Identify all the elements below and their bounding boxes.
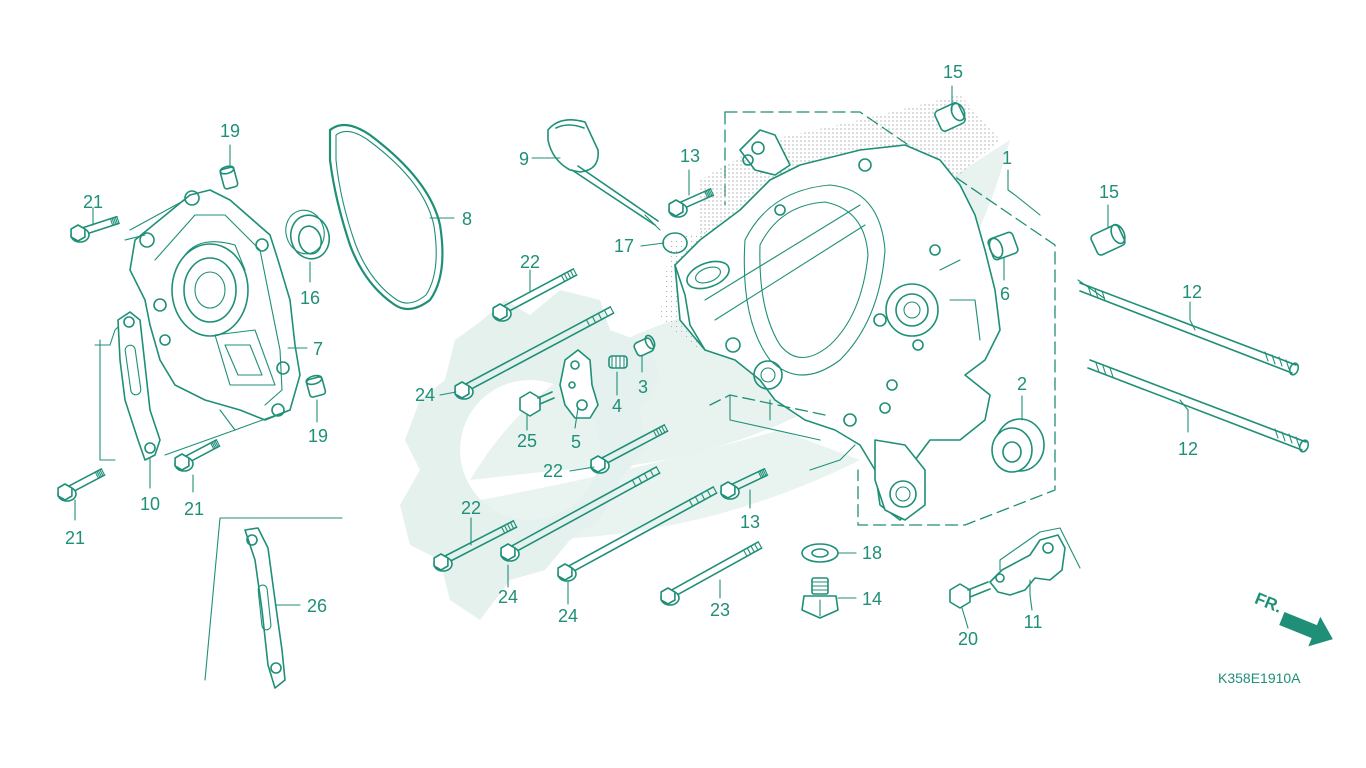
- gasket-8-inner: [335, 130, 437, 304]
- drain-bolt-14: [801, 577, 839, 619]
- callout-c23: 23: [710, 600, 730, 620]
- leader-line: [1029, 579, 1033, 611]
- plate-5: [559, 349, 599, 419]
- callout-c13b: 13: [740, 512, 760, 532]
- stud-bolt-12b: [1087, 359, 1310, 453]
- leader-line: [439, 391, 457, 396]
- callout-c25: 25: [517, 431, 537, 451]
- leader-line: [961, 607, 969, 629]
- callout-c21c: 21: [184, 499, 204, 519]
- callout-labels: 1234567891011121213131415151617181919202…: [65, 62, 1202, 649]
- callout-c13a: 13: [680, 146, 700, 166]
- bolt-13b: [720, 468, 769, 500]
- bolt-22c: [433, 520, 518, 572]
- leader-line: [640, 242, 665, 247]
- callout-c1: 1: [1002, 148, 1012, 168]
- callout-c19a: 19: [220, 121, 240, 141]
- leader-line: [1179, 399, 1189, 433]
- dowel-pin-15b: [1090, 223, 1126, 256]
- bolt-20: [949, 581, 991, 609]
- direction-arrow-icon: [1279, 611, 1333, 647]
- bolt-22a: [492, 268, 578, 322]
- leader-line: [1189, 301, 1196, 331]
- callout-c7: 7: [313, 339, 323, 359]
- dowel-pin-15a: [934, 102, 966, 132]
- callout-c12a: 12: [1182, 282, 1202, 302]
- callout-c21b: 21: [65, 528, 85, 548]
- stud-bolt-12a: [1077, 279, 1300, 376]
- callout-c17: 17: [614, 236, 634, 256]
- crankcase: [660, 95, 1056, 526]
- callout-c15a: 15: [943, 62, 963, 82]
- crankcase-cover: [94, 189, 301, 461]
- gasket-8: [328, 123, 444, 311]
- dowel-pin-6: [987, 231, 1019, 261]
- bolt-24a: [454, 306, 615, 400]
- callout-c22b: 22: [543, 461, 563, 481]
- front-direction-label: FR.: [1252, 589, 1285, 617]
- callout-c24b: 24: [498, 587, 518, 607]
- bolt-21c: [174, 439, 221, 472]
- leader-line: [569, 466, 595, 472]
- bolt-21b: [57, 468, 106, 502]
- bearing-2: [991, 418, 1045, 473]
- callout-c22a: 22: [520, 252, 540, 272]
- callout-c9: 9: [519, 149, 529, 169]
- callout-c18: 18: [862, 543, 882, 563]
- callout-c24a: 24: [415, 385, 435, 405]
- front-direction-indicator: FR.: [1252, 589, 1333, 647]
- callout-c21a: 21: [83, 192, 103, 212]
- bolt-25: [519, 391, 555, 417]
- bracket-11: [989, 527, 1081, 596]
- callout-c14: 14: [862, 589, 882, 609]
- callout-c12b: 12: [1178, 439, 1198, 459]
- callout-c22c: 22: [461, 498, 481, 518]
- bolt-13a: [668, 188, 715, 218]
- callout-c6: 6: [1000, 284, 1010, 304]
- leader-line: [574, 407, 579, 429]
- callout-c3: 3: [638, 377, 648, 397]
- bolt-22b: [590, 424, 669, 474]
- bolt-21a: [70, 215, 120, 243]
- callout-c16: 16: [300, 288, 320, 308]
- bracket-10: [117, 311, 161, 461]
- diagram-code: K358E1910A: [1218, 670, 1301, 686]
- callout-c8: 8: [462, 209, 472, 229]
- callout-c4: 4: [612, 396, 622, 416]
- dowel-pin-19b: [305, 374, 327, 398]
- spring-4: [608, 355, 628, 369]
- leader-line: [1007, 169, 1041, 216]
- leader-lines: [74, 85, 1196, 629]
- bolts: [57, 188, 769, 606]
- callout-c26: 26: [307, 596, 327, 616]
- callout-c20: 20: [958, 629, 978, 649]
- bolt-24c: [557, 486, 718, 582]
- callout-c15b: 15: [1099, 182, 1119, 202]
- callout-c2: 2: [1017, 374, 1027, 394]
- bolt-24b: [500, 466, 661, 562]
- plunger-3: [633, 334, 656, 357]
- callout-c10: 10: [140, 494, 160, 514]
- oil-dipstick-9: [547, 119, 661, 231]
- bracket-26: [204, 517, 343, 689]
- callout-c24c: 24: [558, 606, 578, 626]
- dowel-pin-19a: [219, 165, 239, 190]
- bolt-23: [660, 541, 763, 606]
- callout-c5: 5: [571, 432, 581, 452]
- callout-c19b: 19: [308, 426, 328, 446]
- callout-c11: 11: [1024, 612, 1043, 632]
- oil-seal-16: [285, 209, 331, 260]
- washer-18: [801, 543, 839, 563]
